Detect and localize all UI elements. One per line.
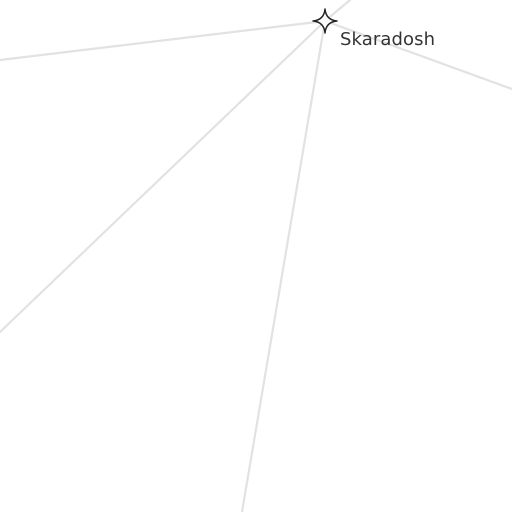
place-label[interactable]: Skaradosh [340, 29, 436, 50]
road-south [240, 19, 327, 512]
road-southwest [0, 19, 327, 334]
road-west [0, 19, 327, 62]
four-point-star-icon[interactable] [311, 7, 339, 35]
road-east [323, 19, 512, 91]
